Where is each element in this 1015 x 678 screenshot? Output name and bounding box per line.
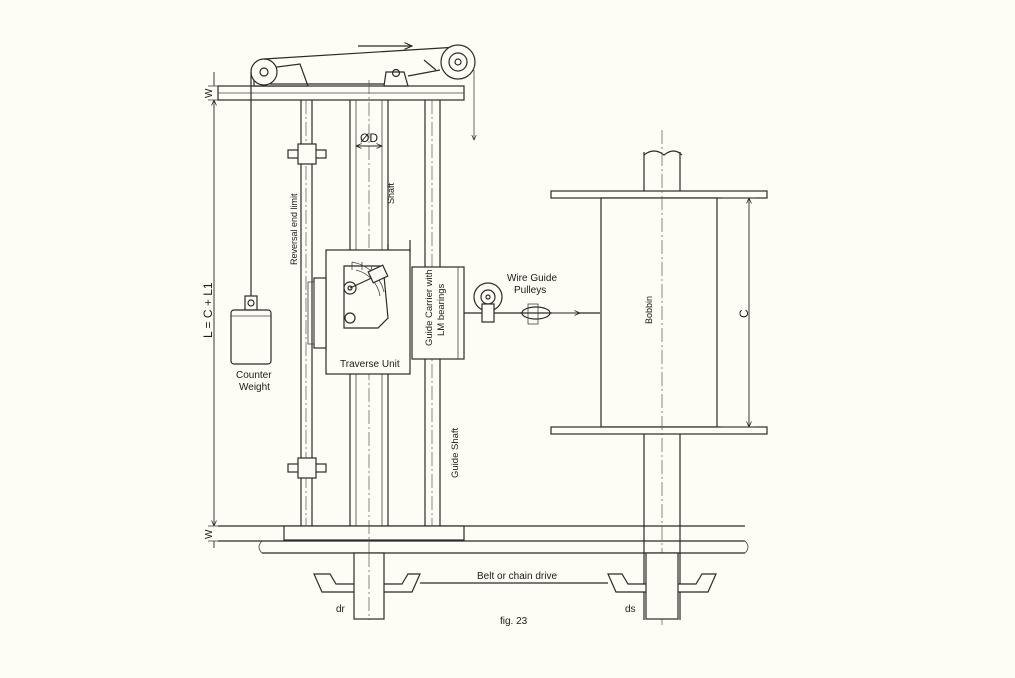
drive-left-label: dr [336, 604, 346, 615]
wire-guide-label-2: Pulleys [514, 285, 546, 296]
guide-carrier-label-2: LM bearings [436, 283, 447, 336]
dimension-diameter-label: ØD [360, 131, 378, 145]
top-pulley-linkage [250, 45, 475, 140]
traverse-unit-label: Traverse Unit [340, 359, 400, 370]
bobbin-label: Bobbin [644, 296, 654, 324]
base-floor [218, 525, 749, 554]
drive-pulleys [313, 552, 717, 620]
dimension-w-top-label: W [204, 88, 215, 98]
dimension-c-label: C [737, 309, 751, 318]
reversal-end-limit-label: Reversal end limit [289, 193, 299, 265]
dimension-w-bottom-label: W [204, 529, 215, 539]
belt-drive-label: Belt or chain drive [477, 571, 557, 582]
guide-carrier [411, 266, 550, 360]
traverse-unit [307, 240, 411, 375]
bobbin [550, 130, 768, 625]
top-frame [217, 85, 465, 101]
counter-weight-label-2: Weight [239, 382, 270, 393]
guide-shaft-label: Guide Shaft [450, 427, 461, 478]
wire-guide-label: Wire Guide [507, 273, 557, 284]
dimension-l-label: L = C + L1 [201, 282, 215, 338]
guide-carrier-label: Guide Carrier with [424, 269, 435, 346]
counter-weight [230, 72, 272, 365]
reversal-end-limit-rod [287, 100, 327, 526]
shaft-label: Shaft [386, 182, 396, 204]
wire-guide-pulleys [473, 282, 600, 325]
dimension-lines [208, 72, 756, 548]
drive-right-label: ds [625, 604, 636, 615]
counter-weight-label: Counter [236, 370, 272, 381]
figure-caption: fig. 23 [500, 616, 528, 627]
